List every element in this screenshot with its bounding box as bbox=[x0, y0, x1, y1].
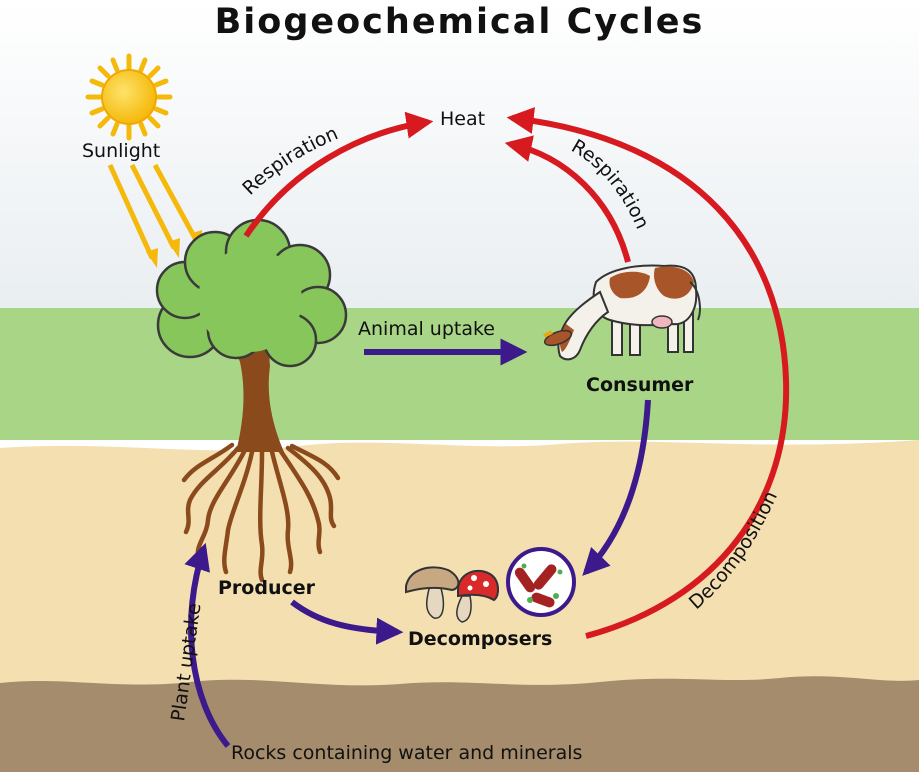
decomposers-label: Decomposers bbox=[408, 628, 553, 650]
consumer-to-decomposers-arrow bbox=[582, 399, 651, 576]
cow-icon bbox=[543, 264, 701, 361]
producer-to-decomposers-arrow bbox=[290, 599, 404, 645]
soil-band bbox=[0, 440, 919, 690]
consumer-label: Consumer bbox=[586, 374, 694, 396]
heat-label: Heat bbox=[440, 108, 486, 130]
rocks-label: Rocks containing water and minerals bbox=[231, 742, 583, 764]
respiration-plant-arrow bbox=[243, 111, 434, 238]
sun-icon bbox=[85, 53, 173, 141]
mushroom-icon bbox=[405, 566, 500, 623]
decomposition-arrow bbox=[506, 107, 790, 639]
tree-icon bbox=[155, 218, 348, 583]
rock-layer bbox=[0, 676, 919, 772]
microbes-icon bbox=[506, 547, 576, 617]
plant-uptake-arrow bbox=[184, 542, 231, 748]
sunlight-rays bbox=[107, 163, 202, 268]
producer-label: Producer bbox=[218, 577, 315, 599]
page-title: Biogeochemical Cycles bbox=[214, 2, 705, 42]
animal-uptake-label: Animal uptake bbox=[358, 318, 495, 340]
sunlight-label: Sunlight bbox=[82, 140, 161, 162]
respiration-animal-arrow bbox=[504, 135, 631, 263]
